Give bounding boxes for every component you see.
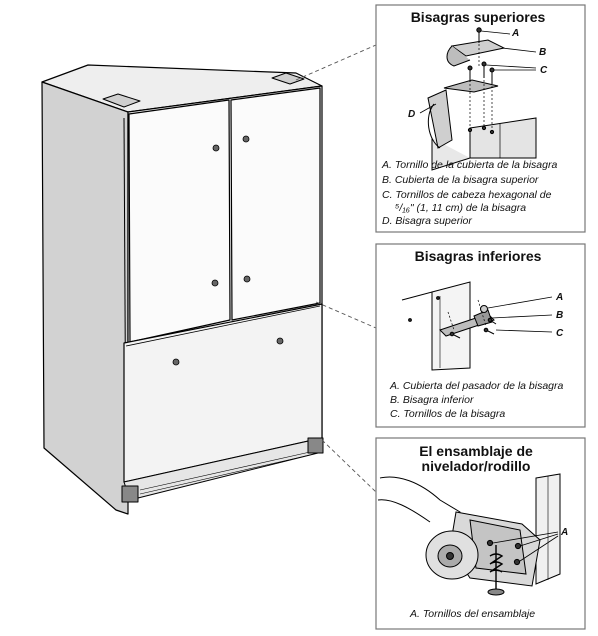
- panel-title-leveler-line1: El ensamblaje de: [419, 443, 533, 459]
- top-hinge-illustration: [419, 27, 537, 171]
- caption-c-size: ⁵/₁₆" (1, 11 cm) de la bisagra: [395, 202, 526, 214]
- caption-b: B. Cubierta de la bisagra superior: [382, 174, 539, 186]
- caption-b: B. Bisagra inferior: [390, 394, 474, 406]
- panel-top-hinges: Bisagras superiores: [375, 4, 586, 233]
- caption-d: D. Bisagra superior: [382, 215, 472, 227]
- panel-bottom-hinges: Bisagras inferiores: [375, 243, 586, 428]
- panel-title-top-hinges: Bisagras superiores: [411, 9, 546, 25]
- leader-lines: [295, 44, 377, 493]
- callout-a: A: [511, 28, 519, 39]
- callout-c: C: [556, 328, 564, 339]
- caption-a: A. Tornillo de la cubierta de la bisagra: [381, 159, 557, 171]
- callout-c: C: [540, 65, 548, 76]
- caption-a: A. Cubierta del pasador de la bisagra: [389, 380, 564, 392]
- leveler-illustration: [377, 473, 561, 596]
- bottom-hinge-illustration: [401, 281, 553, 371]
- callout-b: B: [539, 47, 546, 58]
- panel-leveler: El ensamblaje de nivelador/rodillo: [375, 437, 586, 630]
- callout-a: A: [560, 527, 568, 538]
- panel-title-bottom-hinges: Bisagras inferiores: [415, 248, 542, 264]
- refrigerator-illustration: [41, 64, 324, 515]
- caption-a: A. Tornillos del ensamblaje: [409, 608, 535, 620]
- callout-a: A: [555, 292, 563, 303]
- caption-c: C. Tornillos de cabeza hexagonal de: [382, 189, 552, 201]
- panel-title-leveler-line2: nivelador/rodillo: [422, 458, 531, 474]
- caption-c: C. Tornillos de la bisagra: [390, 408, 505, 420]
- callout-d: D: [408, 109, 415, 120]
- callout-b: B: [556, 310, 563, 321]
